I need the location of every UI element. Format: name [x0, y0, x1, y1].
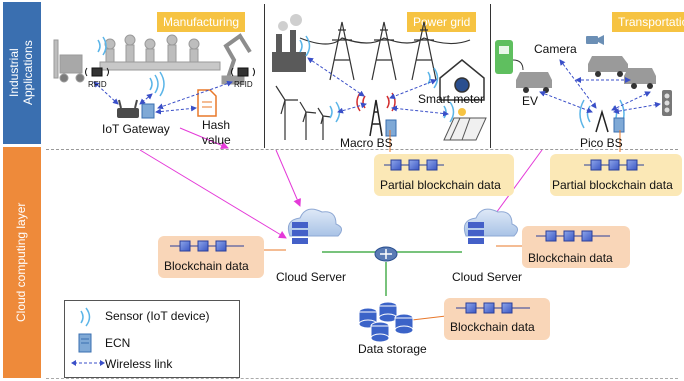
- smart-meter-house-icon: [439, 59, 485, 101]
- factory-icon: [272, 14, 306, 72]
- macro-bs-label: Macro BS: [340, 136, 393, 150]
- rfid-label-right: RFID: [234, 80, 253, 89]
- router-icon: [374, 246, 398, 262]
- sensor-icon: [97, 36, 107, 56]
- power-grid-tag: Power grid: [407, 12, 477, 32]
- wind-turbines: [275, 85, 332, 140]
- ecn-icon: [613, 117, 625, 133]
- solar-panel-icon: [443, 108, 487, 141]
- manufacturing-tag: Manufacturing: [157, 12, 246, 32]
- camera-label: Camera: [534, 42, 577, 56]
- partial-blockchain-label-1: Partial blockchain data: [380, 178, 501, 192]
- dashed-bottom: [46, 378, 678, 379]
- data-storage-label: Data storage: [358, 342, 427, 356]
- data-storage-icon: [358, 301, 414, 343]
- ecn-icon: [78, 333, 92, 353]
- factory-robots-illustration: [53, 33, 252, 85]
- pico-bs-label: Pico BS: [580, 136, 623, 150]
- transportation-tag: Transportation: [612, 12, 684, 32]
- camera-icon: [586, 35, 604, 45]
- rfid-tag-left: [85, 67, 109, 77]
- wireless-link-icon: [71, 360, 105, 366]
- cloud-server-right-icon: [463, 208, 518, 244]
- ev-charger-icon: [495, 40, 524, 74]
- orange-links: [264, 245, 522, 321]
- power-grid-panel: [265, 4, 491, 148]
- sensor-icon: [80, 307, 91, 327]
- hash-value-label-2: value: [202, 133, 231, 147]
- cloud-server-left-label: Cloud Server: [276, 270, 347, 284]
- blockchain-box-left: [158, 236, 264, 278]
- dashed-separator: [46, 149, 678, 150]
- rfid-label-left: RFID: [88, 80, 107, 89]
- hash-document-icon: [197, 89, 217, 117]
- ev-label: EV: [522, 94, 539, 108]
- green-backbone: [322, 251, 462, 296]
- legend-wireless-label: Wireless link: [105, 357, 173, 371]
- blockchain-box-right: [522, 226, 630, 268]
- iot-gateway-icon: [117, 99, 155, 119]
- manufacturing-panel: [46, 4, 265, 148]
- rfid-tag-right: [231, 67, 255, 77]
- blockchain-box-storage: [444, 298, 550, 340]
- cloud-server-right-label: Cloud Server: [452, 270, 523, 284]
- blockchain-label-storage: Blockchain data: [450, 320, 535, 334]
- legend-sensor-label: Sensor (IoT device): [105, 309, 210, 323]
- car-icons: [516, 56, 656, 93]
- traffic-light-icon: [662, 90, 672, 116]
- blockchain-label-right: Blockchain data: [528, 251, 613, 265]
- blockchain-label-left: Blockchain data: [164, 259, 249, 273]
- sensor-icon: [149, 71, 165, 97]
- iot-gateway-label: IoT Gateway: [102, 122, 170, 136]
- partial-blockchain-label-2: Partial blockchain data: [552, 178, 673, 192]
- ecn-icon: [385, 119, 397, 137]
- smart-meter-label: Smart meter: [418, 92, 485, 106]
- legend-ecn-label: ECN: [105, 336, 131, 350]
- legend-box: Sensor (IoT device) ECN Wireless link: [64, 300, 240, 378]
- transmission-towers: [299, 21, 471, 81]
- cloud-server-left-icon: [287, 208, 342, 244]
- hash-value-label-1: Hash: [202, 118, 231, 132]
